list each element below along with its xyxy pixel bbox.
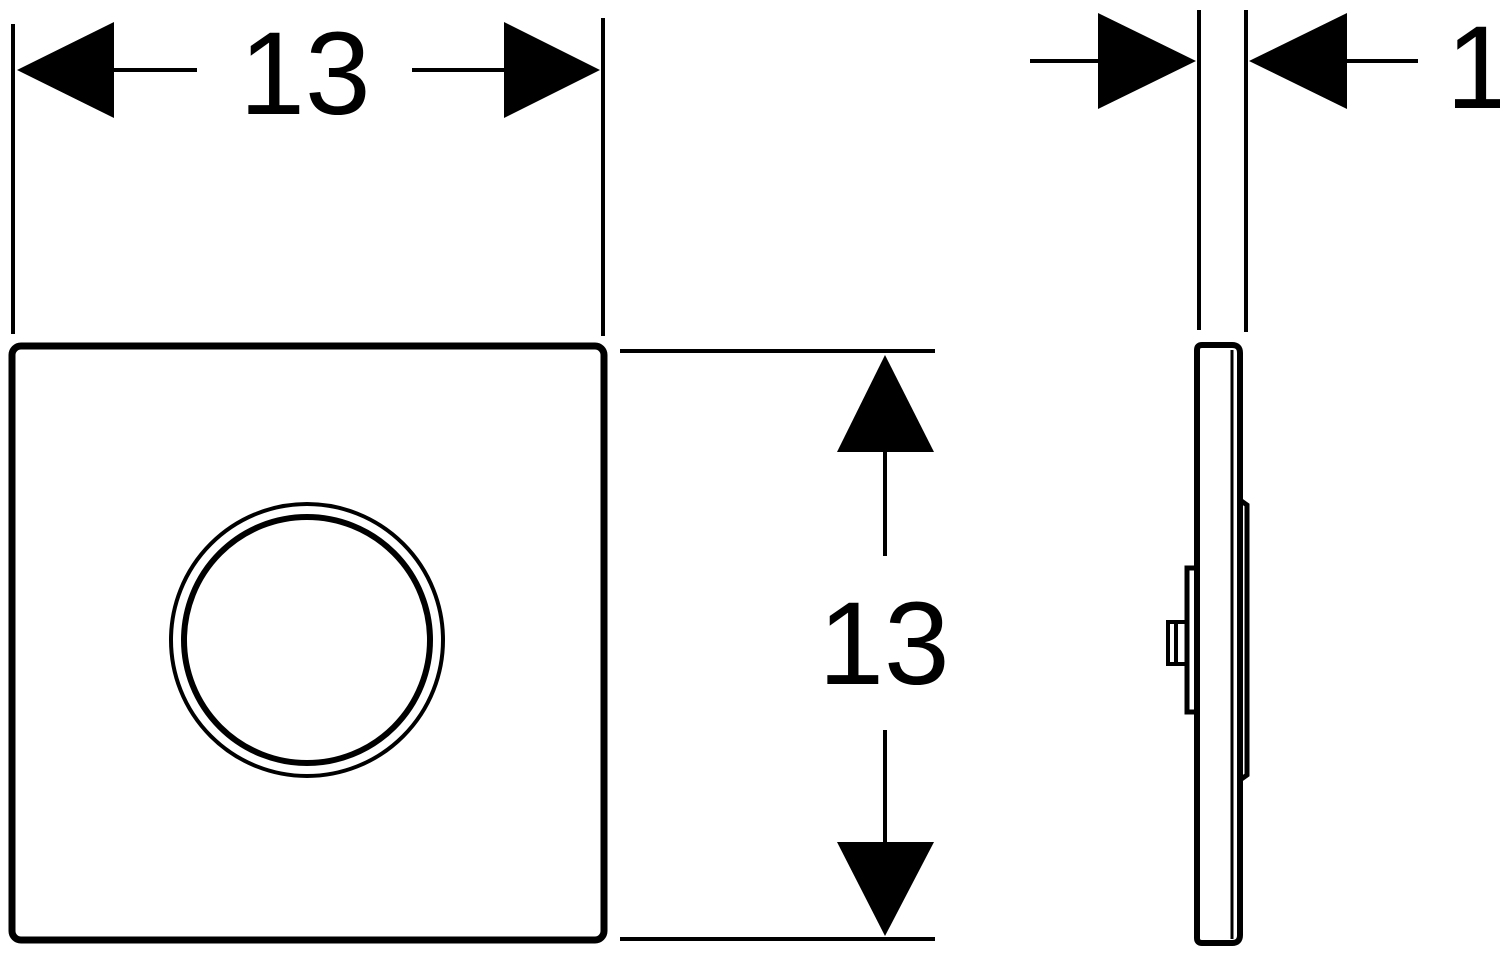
width-arrowhead-left [17, 22, 114, 118]
height-dimension-label: 13 [818, 578, 949, 710]
front-view [8, 342, 608, 944]
side-left-clip [1166, 620, 1187, 666]
height-arrowhead-bottom [837, 842, 934, 936]
depth-arrowhead-left [1098, 13, 1196, 109]
width-arrowhead-right [504, 22, 600, 118]
side-left-bracket [1184, 565, 1197, 715]
button-outer-ring [169, 502, 445, 778]
depth-arrowhead-right [1249, 13, 1347, 109]
button-inner-ring [181, 514, 433, 766]
height-dimension: 13 [620, 349, 950, 941]
side-view [1166, 342, 1250, 946]
depth-dimension-label: 1 [1446, 2, 1500, 134]
depth-dimension: 1 [1030, 2, 1500, 332]
height-arrowhead-top [837, 355, 934, 452]
side-right-tab [1238, 497, 1250, 783]
width-dimension-label: 13 [239, 8, 370, 140]
front-plate-outline [8, 342, 608, 944]
width-dimension: 13 [11, 8, 605, 336]
side-plate-outline [1194, 342, 1243, 946]
